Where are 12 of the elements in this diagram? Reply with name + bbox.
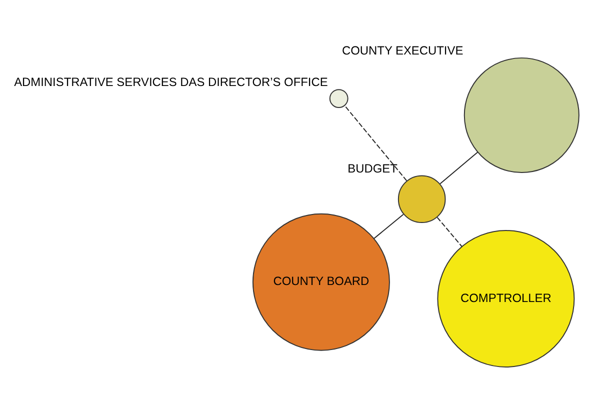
node-label: ADMINISTRATIVE SERVICES DAS DIRECTOR’S OFFICE xyxy=(14,74,328,89)
connector xyxy=(440,151,478,184)
node-circle xyxy=(329,88,348,108)
node-circle: COUNTY BOARD xyxy=(252,212,390,350)
node-label: COUNTY EXECUTIVE xyxy=(342,43,464,58)
node-circle xyxy=(464,56,580,173)
node-label: BUDGET xyxy=(348,160,398,175)
connector xyxy=(436,216,462,246)
node-circle: COMPTROLLER xyxy=(437,230,575,368)
connector xyxy=(374,213,404,239)
node-circle xyxy=(398,174,446,223)
connector xyxy=(344,104,408,181)
